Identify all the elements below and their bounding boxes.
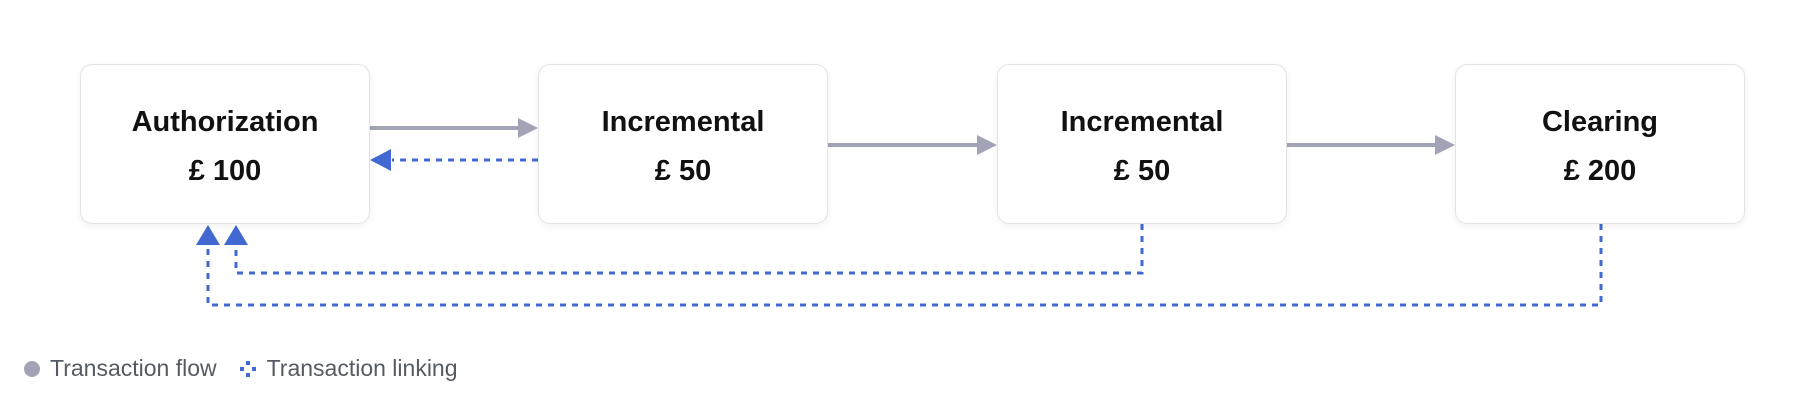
legend-linking-label: Transaction linking	[266, 355, 458, 381]
node-authorization: Authorization £ 100	[80, 64, 370, 224]
link-arrowhead-4-1	[196, 225, 220, 245]
flow-arrowhead-1-2	[518, 118, 538, 138]
flow-dot-icon	[24, 360, 40, 377]
node-title: Clearing	[1541, 106, 1659, 138]
flow-arrows	[370, 118, 1455, 155]
node-amount: £ 100	[188, 155, 262, 187]
node-title: Authorization	[131, 106, 319, 138]
flow-arrowhead-2-3	[977, 135, 997, 155]
node-clearing: Clearing £ 200	[1455, 64, 1745, 224]
link-arrow-4-1	[206, 224, 1603, 307]
legend-flow-label: Transaction flow	[50, 355, 217, 381]
node-amount: £ 200	[1563, 155, 1637, 187]
node-amount: £ 50	[1113, 155, 1171, 187]
legend: Transaction flow Transaction linking	[24, 355, 480, 382]
node-incremental-1: Incremental £ 50	[538, 64, 828, 224]
node-title: Incremental	[601, 106, 765, 138]
node-incremental-2: Incremental £ 50	[997, 64, 1287, 224]
link-arrowheads	[196, 149, 391, 245]
node-amount: £ 50	[654, 155, 712, 187]
legend-item-flow: Transaction flow	[24, 355, 217, 382]
link-arrowhead-2-1	[370, 149, 391, 171]
node-title: Incremental	[1060, 106, 1224, 138]
link-arrowhead-3-1	[224, 225, 248, 245]
link-arrows	[206, 158, 1603, 307]
legend-item-linking: Transaction linking	[239, 355, 458, 382]
linking-dotted-icon	[239, 360, 256, 377]
flow-arrowhead-3-4	[1435, 135, 1455, 155]
link-arrow-3-1	[234, 224, 1144, 275]
